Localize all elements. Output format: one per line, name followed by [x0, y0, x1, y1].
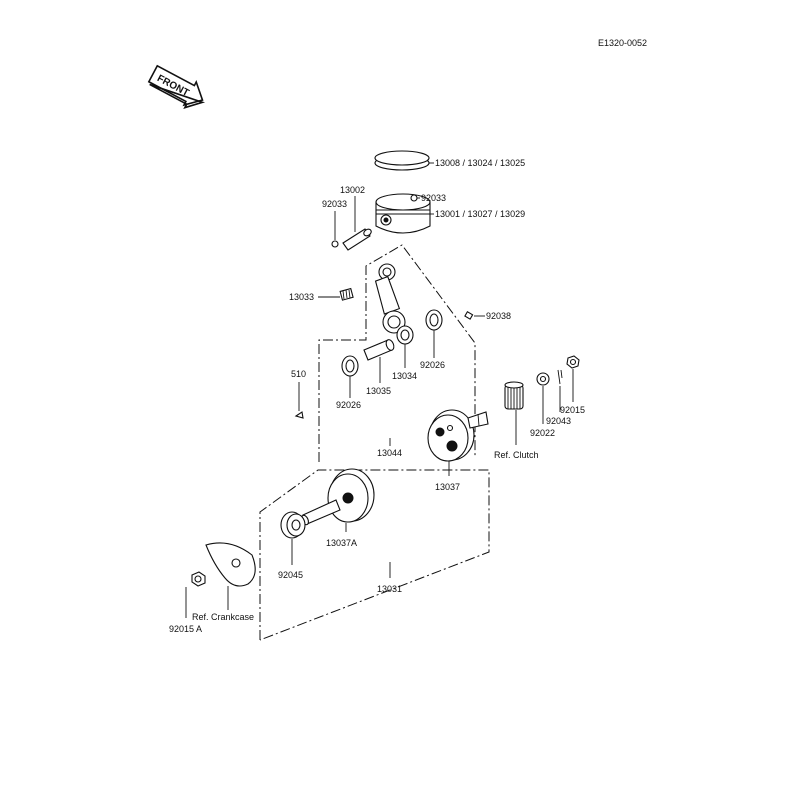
label-shim-left: 92026 [336, 400, 361, 410]
piston-pin [342, 228, 372, 251]
label-crankcase-ref: Ref. Crankcase [192, 612, 254, 622]
con-rod-set-outline [318, 244, 476, 462]
crankcase-plate [205, 542, 256, 587]
label-clip-right: 92033 [421, 193, 446, 203]
label-oil-seal: 92045 [278, 570, 303, 580]
label-piston: 13001 / 13027 / 13029 [435, 209, 525, 219]
label-con-rod-set: 13044 [377, 448, 402, 458]
connecting-rod [374, 263, 406, 334]
diagram-code: E1320-0052 [598, 38, 647, 48]
front-arrow-icon: FRONT [147, 64, 206, 110]
label-flywheel-right: 13037 [435, 482, 460, 492]
crankshaft-assy-outline [259, 469, 490, 641]
label-small-end-bearing: 13033 [289, 292, 314, 302]
big-end-bearing [396, 325, 414, 345]
label-crank-pin: 13035 [366, 386, 391, 396]
label-rings: 13008 / 13024 / 13025 [435, 158, 525, 168]
circlip-right [410, 194, 418, 202]
label-nut-left: 92015 A [169, 624, 202, 634]
label-crankshaft-assy: 13031 [377, 584, 402, 594]
label-big-end-bearing: 13034 [392, 371, 417, 381]
thrust-washer-right [425, 309, 443, 331]
label-washer: 92022 [530, 428, 555, 438]
cotter-pin [557, 369, 563, 385]
label-cotter-pin: 92043 [546, 416, 571, 426]
washer-92022 [536, 372, 550, 386]
thrust-washer-left [341, 355, 359, 377]
label-clutch-ref: Ref. Clutch [494, 450, 539, 460]
piston-rings [374, 150, 430, 171]
key-92038 [464, 311, 474, 320]
small-end-bearing [339, 287, 354, 301]
label-clip-left: 92033 [322, 199, 347, 209]
label-flywheel-left: 13037A [326, 538, 357, 548]
nut-left [191, 571, 206, 587]
nut-right [566, 355, 580, 369]
label-pin: 13002 [340, 185, 365, 195]
circlip-left [331, 240, 339, 248]
clutch-gear [504, 381, 524, 410]
woodruff-key [294, 411, 304, 419]
flywheel-left [301, 468, 375, 526]
flywheel-right [427, 409, 489, 462]
label-shim-right: 92026 [420, 360, 445, 370]
crank-pin [363, 339, 395, 361]
label-nut-right: 92015 [560, 405, 585, 415]
oil-seal [280, 511, 306, 539]
label-key: 92038 [486, 311, 511, 321]
label-woodruff-key: 510 [291, 369, 306, 379]
